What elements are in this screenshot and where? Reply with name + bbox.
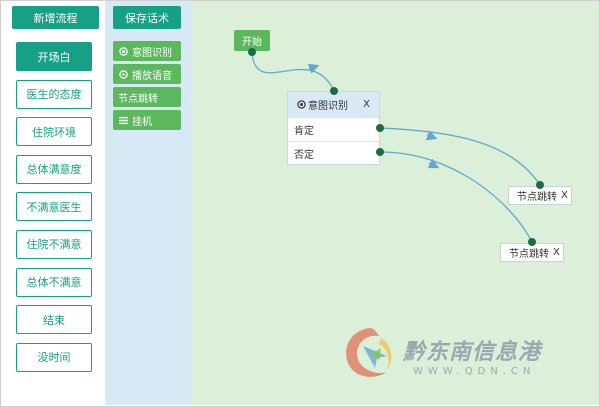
stage-item-unsatisfied-doctor[interactable]: 不满意医生 [16,192,92,222]
node-toolbox: 保存话术 意图识别 播放语音 节点跳转 挂机 [105,1,191,405]
watermark: 黔东南信息港 WWW.QDN.CN [341,324,571,384]
stage-list: 开场白 医生的态度 住院环境 总体满意度 不满意医生 住院不满意 总体不满意 结… [16,42,92,380]
jump-node-label: 节点跳转 [517,192,557,203]
start-node[interactable]: 开始 [234,30,270,51]
tool-label: 意图识别 [132,47,172,59]
intent-node-header[interactable]: 意图识别 X [288,92,379,117]
tool-hang-up[interactable]: 挂机 [113,110,181,130]
watermark-title: 黔东南信息港 [403,339,542,365]
branch-affirm[interactable]: 肯定 [288,117,379,141]
branch-deny[interactable]: 否定 [288,141,379,165]
tool-play-voice[interactable]: 播放语音 [113,64,181,84]
target-icon [118,46,128,56]
start-output-anchor[interactable] [248,48,256,56]
intent-node-title: 意图识别 [297,97,348,112]
deny-output-anchor[interactable] [376,148,384,156]
tool-intent-recognition[interactable]: 意图识别 [113,41,181,61]
stage-item-opening[interactable]: 开场白 [16,42,92,71]
jump-node-label: 节点跳转 [509,249,549,260]
tool-node-jump[interactable]: 节点跳转 [113,87,181,107]
close-icon[interactable]: X [363,99,370,110]
tool-label: 播放语音 [132,70,172,82]
stage-item-doctor-attitude[interactable]: 医生的态度 [16,79,92,109]
jump-node-2-input-anchor[interactable] [528,238,536,246]
jump-node-1-input-anchor[interactable] [536,181,544,189]
affirm-output-anchor[interactable] [376,124,384,132]
intent-recognition-node[interactable]: 意图识别 X 肯定 否定 [287,91,380,165]
edge-start-to-intent [251,51,335,92]
menu-icon [118,115,128,125]
play-icon [118,69,128,79]
stage-item-ward-environment[interactable]: 住院环境 [16,117,92,147]
new-flow-button[interactable]: 新增流程 [12,6,99,29]
close-icon[interactable]: X [561,190,568,201]
connection-lines [251,51,541,243]
watermark-url: WWW.QDN.CN [413,366,536,377]
intent-input-anchor[interactable] [330,87,338,95]
tool-label: 挂机 [132,116,152,128]
tool-list: 意图识别 播放语音 节点跳转 挂机 [113,41,181,133]
flow-canvas[interactable]: 开始 意图识别 X 肯定 否定 节点跳转 X 节点跳转 X [191,1,599,405]
watermark-logo-icon [346,328,392,377]
stage-item-overall-satisfaction[interactable]: 总体满意度 [16,154,92,184]
target-icon [297,100,306,109]
intent-node-title-text: 意图识别 [308,101,348,112]
stage-item-overall-unsatisfied[interactable]: 总体不满意 [16,267,92,297]
save-script-button[interactable]: 保存话术 [113,6,181,29]
stage-item-unsatisfied-ward[interactable]: 住院不满意 [16,229,92,259]
close-icon[interactable]: X [553,247,560,258]
edge-deny-to-jump [378,151,533,243]
stage-sidebar: 新增流程 开场白 医生的态度 住院环境 总体满意度 不满意医生 住院不满意 总体… [1,1,105,405]
stage-item-no-time[interactable]: 没时间 [16,342,92,372]
edge-affirm-to-jump [378,127,541,186]
tool-label: 节点跳转 [118,93,158,105]
stage-item-end[interactable]: 结束 [16,305,92,335]
